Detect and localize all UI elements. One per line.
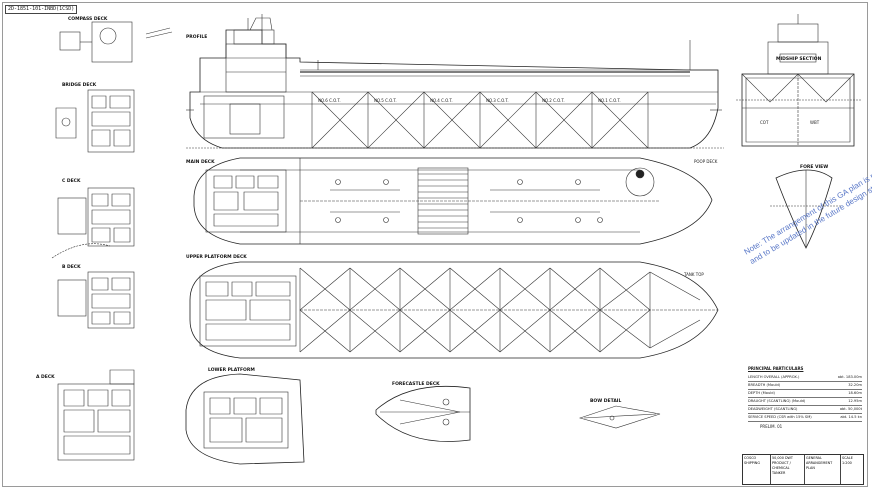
forecastle-plan bbox=[375, 385, 471, 442]
title-block: COSCO SHIPPING 50,000 DWT PRODUCT / CHEM… bbox=[742, 454, 864, 485]
particular-row: DRAUGHT (SCANTLING) (Mould)12.95m bbox=[748, 398, 862, 406]
midship-section bbox=[736, 14, 862, 147]
compass-deck-label: COMPASS DECK bbox=[68, 16, 108, 22]
wbt-label: WBT bbox=[810, 120, 820, 125]
title-block-yard: COSCO SHIPPING bbox=[743, 455, 771, 484]
forecastle-label: FORECASTLE DECK bbox=[392, 381, 440, 387]
particular-row: SERVICE SPEED (CSR with 15% SM)abt. 14.5… bbox=[748, 414, 862, 422]
c-deck-plan bbox=[57, 187, 135, 247]
title-block-scale: SCALE 1:200 bbox=[842, 456, 853, 465]
title-block-project: 50,000 DWT PRODUCT / CHEMICAL TANKER bbox=[771, 455, 805, 484]
title-block-drawing: GENERAL ARRANGEMENT PLAN bbox=[805, 455, 841, 484]
particular-row: BREADTH (Mould)32.20m bbox=[748, 382, 862, 390]
compass-deck-plan bbox=[59, 21, 133, 63]
a-deck-label: A DECK bbox=[36, 374, 55, 380]
a-deck-plan bbox=[57, 369, 135, 461]
bridge-deck-label: BRIDGE DECK bbox=[62, 82, 97, 88]
principal-particulars-table: PRINCIPAL PARTICULARS LENGTH OVERALL (AP… bbox=[748, 366, 862, 422]
bow-detail-label: BOW DETAIL bbox=[590, 398, 621, 404]
sheet-id-tag: 2D-1851-101-INBD(1CSD) bbox=[5, 5, 78, 14]
fore-view-section bbox=[770, 169, 842, 249]
c-deck-label: C DECK bbox=[62, 178, 81, 184]
tank-top-label: TANK TOP bbox=[683, 272, 704, 277]
tank-label-4: NO.4 C.O.T. bbox=[430, 98, 453, 103]
tank-label-5: NO.5 C.O.T. bbox=[374, 98, 397, 103]
main-deck-label: MAIN DECK bbox=[186, 159, 215, 165]
particular-row: LENGTH OVERALL (APPROX.)abt. 183.00m bbox=[748, 374, 862, 382]
b-deck-plan bbox=[51, 243, 135, 329]
tank-label-2: NO.2 C.O.T. bbox=[542, 98, 565, 103]
b-deck-label: B DECK bbox=[62, 264, 81, 270]
bow-detail-plan bbox=[578, 405, 661, 429]
bridge-deck-plan bbox=[55, 89, 135, 153]
revision-tag: PRELIM. 01 bbox=[760, 424, 783, 429]
upper-platform-deck-plan bbox=[189, 261, 719, 359]
tank-label-1: NO.1 C.O.T. bbox=[598, 98, 621, 103]
lower-platform-label: LOWER PLATFORM bbox=[208, 367, 255, 373]
profile-label: PROFILE bbox=[186, 34, 207, 40]
principal-particulars-title: PRINCIPAL PARTICULARS bbox=[748, 366, 804, 371]
particular-row: DEADWEIGHT (SCANTLING)abt. 50,000t bbox=[748, 406, 862, 414]
tank-label-6: NO.6 C.O.T. bbox=[318, 98, 341, 103]
upper-platform-label: UPPER PLATFORM DECK bbox=[186, 254, 247, 260]
cot-label: COT bbox=[760, 120, 769, 125]
main-deck-plan bbox=[193, 157, 713, 245]
particular-row: DEPTH (Mould)18.60m bbox=[748, 390, 862, 398]
midship-name-board: MIDSHIP SECTION bbox=[776, 56, 822, 62]
poop-deck-label: POOP DECK bbox=[694, 159, 718, 164]
tank-label-3: NO.3 C.O.T. bbox=[486, 98, 509, 103]
profile-view bbox=[186, 14, 724, 149]
fore-view-label: FORE VIEW bbox=[800, 164, 828, 170]
lower-platform-plan bbox=[185, 373, 305, 465]
